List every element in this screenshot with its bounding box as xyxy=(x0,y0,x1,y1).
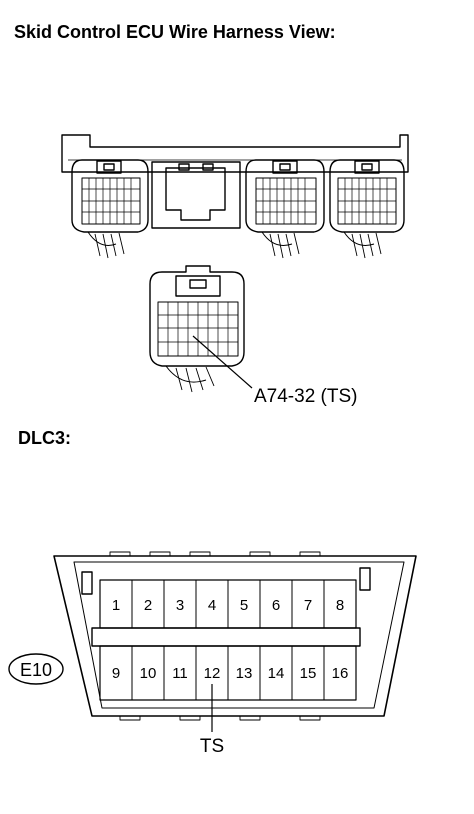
dlc3-pin: 14 xyxy=(268,665,285,682)
dlc3-pin: 2 xyxy=(144,597,152,614)
dlc3-pin: 13 xyxy=(236,665,253,682)
dlc3-pin: 3 xyxy=(176,597,184,614)
dlc3-pin: 11 xyxy=(172,665,188,682)
connector-code: E10 xyxy=(20,660,52,680)
dlc3-pin: 8 xyxy=(336,597,344,614)
ecu-connector-center xyxy=(151,161,241,229)
connector-a74 xyxy=(149,265,253,393)
dlc3-connector xyxy=(53,551,417,732)
dlc3-pin: 5 xyxy=(240,597,248,614)
dlc3-pin: 4 xyxy=(208,597,216,614)
dlc3-heading: DLC3: xyxy=(18,428,71,448)
dlc3-pin-callout: TS xyxy=(200,736,224,757)
connector-code-badge xyxy=(8,653,64,685)
dlc3-pin: 6 xyxy=(272,597,280,614)
diagram-title: Skid Control ECU Wire Harness View: xyxy=(14,22,336,42)
dlc3-pin: 12 xyxy=(204,665,221,682)
dlc3-pin: 1 xyxy=(112,597,120,614)
dlc3-pin: 7 xyxy=(304,597,312,614)
dlc3-pin: 10 xyxy=(140,665,157,682)
ecu-connector-left xyxy=(71,159,149,259)
ecu-pin-callout: A74-32 (TS) xyxy=(254,386,357,407)
dlc3-pin: 9 xyxy=(112,665,120,682)
dlc3-pin: 16 xyxy=(332,665,349,682)
dlc3-pin: 15 xyxy=(300,665,317,682)
ecu-connector-right-2 xyxy=(329,159,405,259)
ecu-connector-right-1 xyxy=(245,159,325,259)
